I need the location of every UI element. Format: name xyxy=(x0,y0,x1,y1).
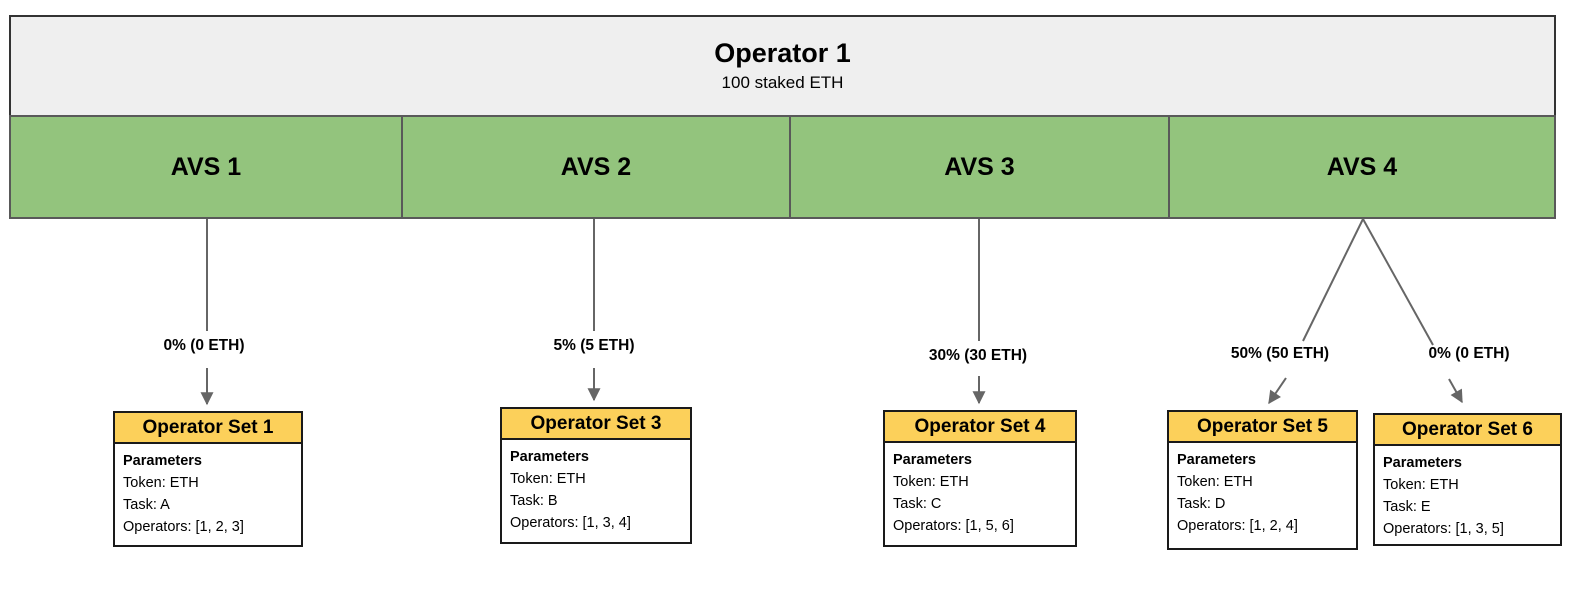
avs-2-label: AVS 2 xyxy=(560,152,632,181)
operator-set-3-card: Operator Set 3 Parameters Token: ETH Tas… xyxy=(500,407,692,544)
operator-set-6-title: Operator Set 6 xyxy=(1375,415,1560,446)
operator-set-4-parameters: Parameters Token: ETH Task: C Operators:… xyxy=(885,443,1075,541)
avs-row: AVS 1 AVS 2 AVS 3 AVS 4 xyxy=(9,115,1556,219)
operators-line: Operators: [1, 5, 6] xyxy=(893,518,1014,534)
avs-3-label: AVS 3 xyxy=(944,152,1015,181)
operator-set-6-parameters: Parameters Token: ETH Task: E Operators:… xyxy=(1375,446,1560,544)
operator-set-1-card: Operator Set 1 Parameters Token: ETH Tas… xyxy=(113,411,303,547)
token-line: Token: ETH xyxy=(1177,474,1253,490)
avs-4-label: AVS 4 xyxy=(1326,152,1398,181)
task-line: Task: A xyxy=(123,497,170,513)
operator-set-3-title: Operator Set 3 xyxy=(502,409,690,440)
operators-line: Operators: [1, 3, 5] xyxy=(1383,521,1504,537)
task-line: Task: D xyxy=(1177,496,1226,512)
allocation-label-avs3: 30% (30 ETH) xyxy=(928,347,1028,364)
token-line: Token: ETH xyxy=(510,471,586,487)
parameters-heading: Parameters xyxy=(1177,452,1256,468)
operator-set-6-card: Operator Set 6 Parameters Token: ETH Tas… xyxy=(1373,413,1562,546)
operator-set-1-parameters: Parameters Token: ETH Task: A Operators:… xyxy=(115,444,301,542)
operator-set-5-title: Operator Set 5 xyxy=(1169,412,1356,443)
avs-cell-2: AVS 2 xyxy=(403,117,791,217)
avs-cell-3: AVS 3 xyxy=(791,117,1170,217)
parameters-heading: Parameters xyxy=(510,449,589,465)
operator-title: Operator 1 xyxy=(714,38,851,69)
avs-cell-4: AVS 4 xyxy=(1170,117,1554,217)
allocation-label-avs1: 0% (0 ETH) xyxy=(163,337,245,354)
parameters-heading: Parameters xyxy=(893,452,972,468)
task-line: Task: B xyxy=(510,493,558,509)
allocation-label-avs4-right: 0% (0 ETH) xyxy=(1428,345,1510,362)
token-line: Token: ETH xyxy=(893,474,969,490)
operators-line: Operators: [1, 3, 4] xyxy=(510,515,631,531)
avs-1-label: AVS 1 xyxy=(170,152,242,181)
operator-set-4-card: Operator Set 4 Parameters Token: ETH Tas… xyxy=(883,410,1077,547)
token-line: Token: ETH xyxy=(123,475,199,491)
operator-set-3-parameters: Parameters Token: ETH Task: B Operators:… xyxy=(502,440,690,538)
operator-set-1-title: Operator Set 1 xyxy=(115,413,301,444)
arrow-avs4-to-set5 xyxy=(1268,218,1364,405)
avs-cell-1: AVS 1 xyxy=(11,117,403,217)
operator-stake-subtitle: 100 staked ETH xyxy=(721,72,844,92)
operator-box: Operator 1 100 staked ETH xyxy=(9,15,1556,117)
arrow-avs4-to-set6 xyxy=(1362,218,1463,404)
task-line: Task: E xyxy=(1383,499,1431,515)
operators-line: Operators: [1, 2, 4] xyxy=(1177,518,1298,534)
parameters-heading: Parameters xyxy=(1383,455,1462,471)
operator-set-4-title: Operator Set 4 xyxy=(885,412,1075,443)
task-line: Task: C xyxy=(893,496,942,512)
operators-line: Operators: [1, 2, 3] xyxy=(123,519,244,535)
allocation-label-avs2: 5% (5 ETH) xyxy=(553,337,635,354)
allocation-label-avs4-left: 50% (50 ETH) xyxy=(1230,345,1330,362)
parameters-heading: Parameters xyxy=(123,453,202,469)
operator-set-5-parameters: Parameters Token: ETH Task: D Operators:… xyxy=(1169,443,1356,541)
token-line: Token: ETH xyxy=(1383,477,1459,493)
operator-set-5-card: Operator Set 5 Parameters Token: ETH Tas… xyxy=(1167,410,1358,550)
